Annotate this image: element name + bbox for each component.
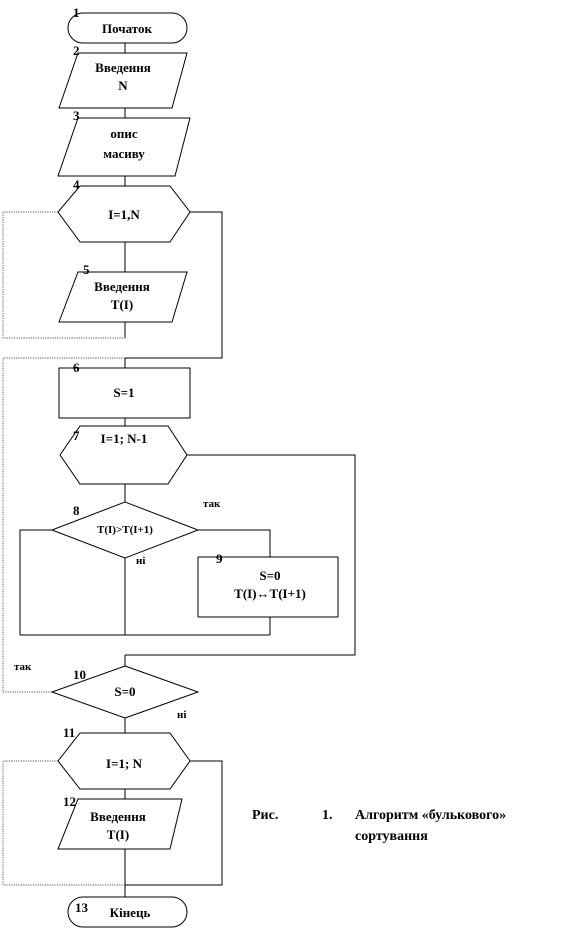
sorted-check-no-label: ні <box>177 709 186 721</box>
loop-input-block: I=1,N 4 <box>57 177 191 243</box>
compare-no-label: ні <box>136 555 145 567</box>
compare-yes-label: так <box>203 498 221 510</box>
block-number-12: 12 <box>63 794 76 809</box>
block-number-5: 5 <box>83 262 90 277</box>
output-array-block: Введення T(I) 12 <box>57 794 183 850</box>
block-number-13: 13 <box>75 900 89 915</box>
block-number-3: 3 <box>73 108 80 123</box>
block-number-4: 4 <box>73 177 80 192</box>
input-n-label-line2: N <box>118 78 128 93</box>
set-flag-label: S=1 <box>113 385 134 400</box>
sorted-check-decision: S=0 10 так ні <box>14 661 200 721</box>
swap-block: S=0 T(I)↔T(I+1) 9 <box>197 551 339 618</box>
block-number-1: 1 <box>73 5 80 20</box>
block-number-6: 6 <box>73 360 80 375</box>
input-array-block: Введення T(I) 5 <box>58 262 188 323</box>
start-label: Початок <box>102 21 152 36</box>
caption-number: 1. <box>322 808 333 823</box>
connectors <box>2 43 356 897</box>
end-terminator: Кінець 13 <box>67 896 188 928</box>
array-description-line2: масиву <box>103 146 145 161</box>
output-array-label-line2: T(I) <box>107 827 129 842</box>
block-number-8: 8 <box>73 503 80 518</box>
output-array-label-line1: Введення <box>90 809 146 824</box>
compare-decision: T(I)>T(I+1) 8 так ні <box>50 498 221 567</box>
input-n-label-line1: Введення <box>95 60 151 75</box>
loop-output-block: I=1; N 11 <box>57 725 191 790</box>
block-number-11: 11 <box>63 725 75 740</box>
loop-compare-block: I=1; N-1 7 <box>59 425 188 485</box>
caption-line2: сортування <box>355 829 428 844</box>
caption-prefix: Рис. <box>252 808 278 823</box>
array-description-block: опис масиву 3 <box>57 108 191 177</box>
end-label: Кінець <box>110 905 151 920</box>
block-number-2: 2 <box>73 43 80 58</box>
set-flag-block: S=1 6 <box>58 360 191 419</box>
array-description-line1: опис <box>110 126 137 141</box>
loop-input-label: I=1,N <box>108 207 140 222</box>
sorted-check-label: S=0 <box>114 684 135 699</box>
block-number-9: 9 <box>216 551 223 566</box>
compare-decision-label: T(I)>T(I+1) <box>97 524 153 536</box>
loop-compare-label: I=1; N-1 <box>101 431 148 446</box>
sorted-check-yes-label: так <box>14 661 32 673</box>
input-array-label-line1: Введення <box>94 279 150 294</box>
block-number-7: 7 <box>73 428 80 443</box>
block-number-10: 10 <box>73 667 86 682</box>
loop-output-label: I=1; N <box>106 756 143 771</box>
swap-label-line1: S=0 <box>259 568 280 583</box>
input-n-block: Введення N 2 <box>58 43 188 109</box>
input-array-label-line2: T(I) <box>111 297 133 312</box>
figure-caption: Рис. 1. Алгоритм «булькового» сортування <box>252 808 506 844</box>
caption-line1: Алгоритм «булькового» <box>355 808 506 823</box>
start-terminator: Початок 1 <box>67 5 188 44</box>
swap-label-line2: T(I)↔T(I+1) <box>234 586 306 601</box>
